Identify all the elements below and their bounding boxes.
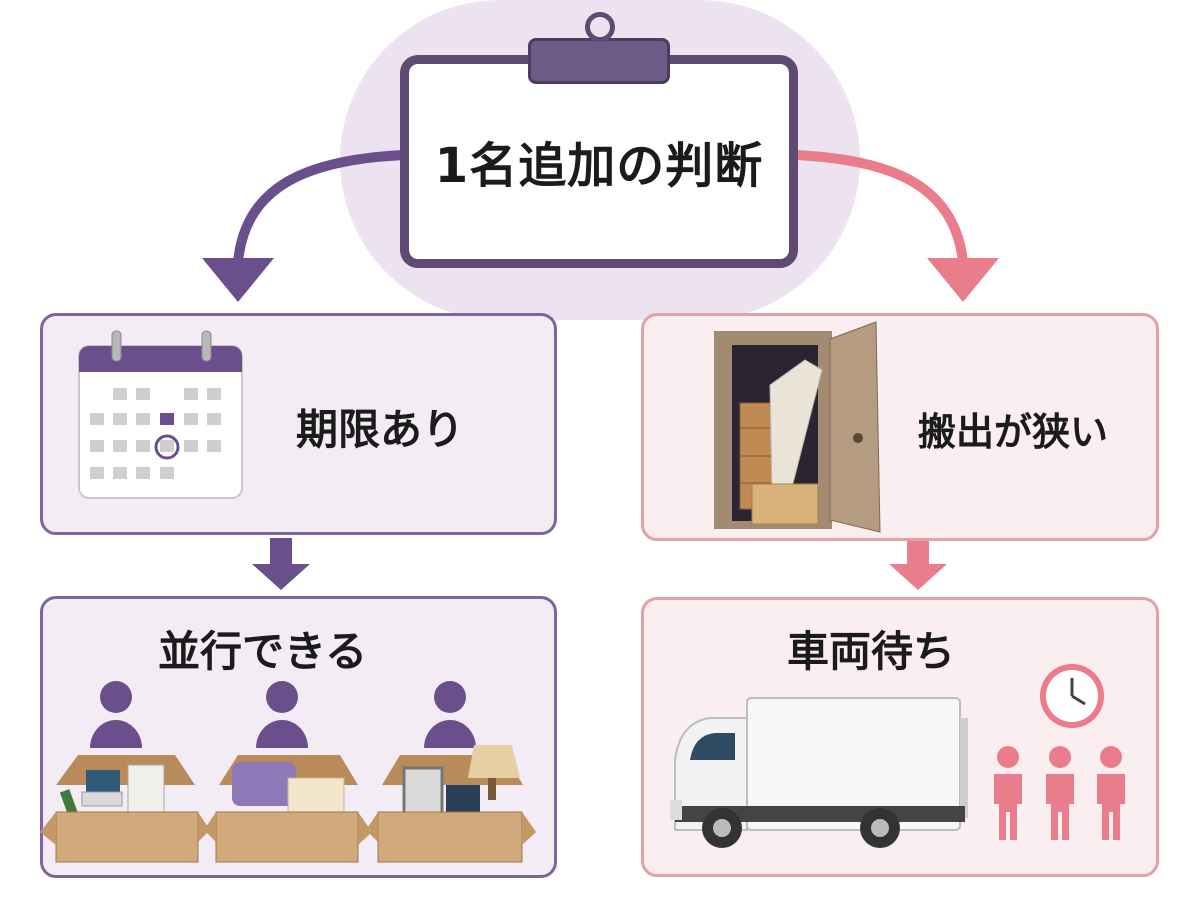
clock-icon (1040, 664, 1104, 728)
vehicle-wait-label: 車両待ち (787, 627, 956, 676)
decision-title: 1名追加の判断 (434, 138, 764, 194)
deadline-label: 期限あり (296, 405, 465, 454)
person-icon (1097, 746, 1125, 840)
person-icon (994, 746, 1022, 840)
worker-icon (90, 681, 142, 748)
cardboard-box-clothes (204, 755, 372, 863)
parallel-work-label: 並行できる (158, 627, 368, 676)
right-branch-arrowhead (927, 258, 999, 302)
door-icon (714, 321, 881, 533)
right-branch-arrow (791, 150, 968, 267)
right-down-arrow-shaft (907, 538, 929, 566)
person-icon (1046, 746, 1074, 840)
cardboard-box-misc (366, 745, 536, 863)
clipboard-ring-icon (585, 12, 615, 42)
worker-icons (90, 681, 476, 748)
calendar-icon (78, 330, 243, 499)
cardboard-box-books (40, 755, 210, 863)
waiting-people-icons (994, 746, 1125, 840)
left-branch-arrowhead (202, 258, 274, 302)
left-down-arrow-shaft (270, 538, 292, 566)
left-down-arrowhead (252, 564, 310, 590)
worker-icon (424, 681, 476, 748)
clipboard-clip-icon (528, 38, 670, 84)
worker-icon (256, 681, 308, 748)
narrow-exit-label: 搬出が狭い (918, 410, 1109, 454)
decision-clipboard (400, 55, 798, 268)
right-down-arrowhead (889, 564, 947, 590)
truck-icon (670, 697, 968, 848)
left-branch-arrow (233, 150, 409, 267)
